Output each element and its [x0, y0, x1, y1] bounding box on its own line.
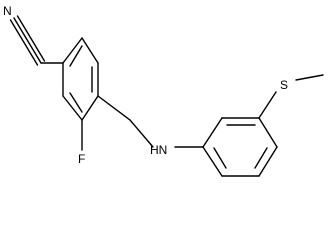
bond-ring-sulfur [258, 91, 277, 119]
bond-ch2-nh [129, 119, 154, 148]
sulfur-label: S [280, 78, 288, 92]
nitrile-nitrogen-label: N [3, 4, 12, 18]
bond-sulfur-methyl [295, 74, 324, 81]
bond-ring-ch2 [97, 95, 131, 121]
fluorine-label: F [78, 152, 85, 166]
thioanisole-ring [202, 117, 278, 177]
nitrile-triple-bond [9, 15, 46, 66]
benzonitrile-ring [62, 37, 99, 121]
amine-label: HN [150, 143, 167, 157]
structure-diagram: N F HN S [3, 4, 324, 177]
